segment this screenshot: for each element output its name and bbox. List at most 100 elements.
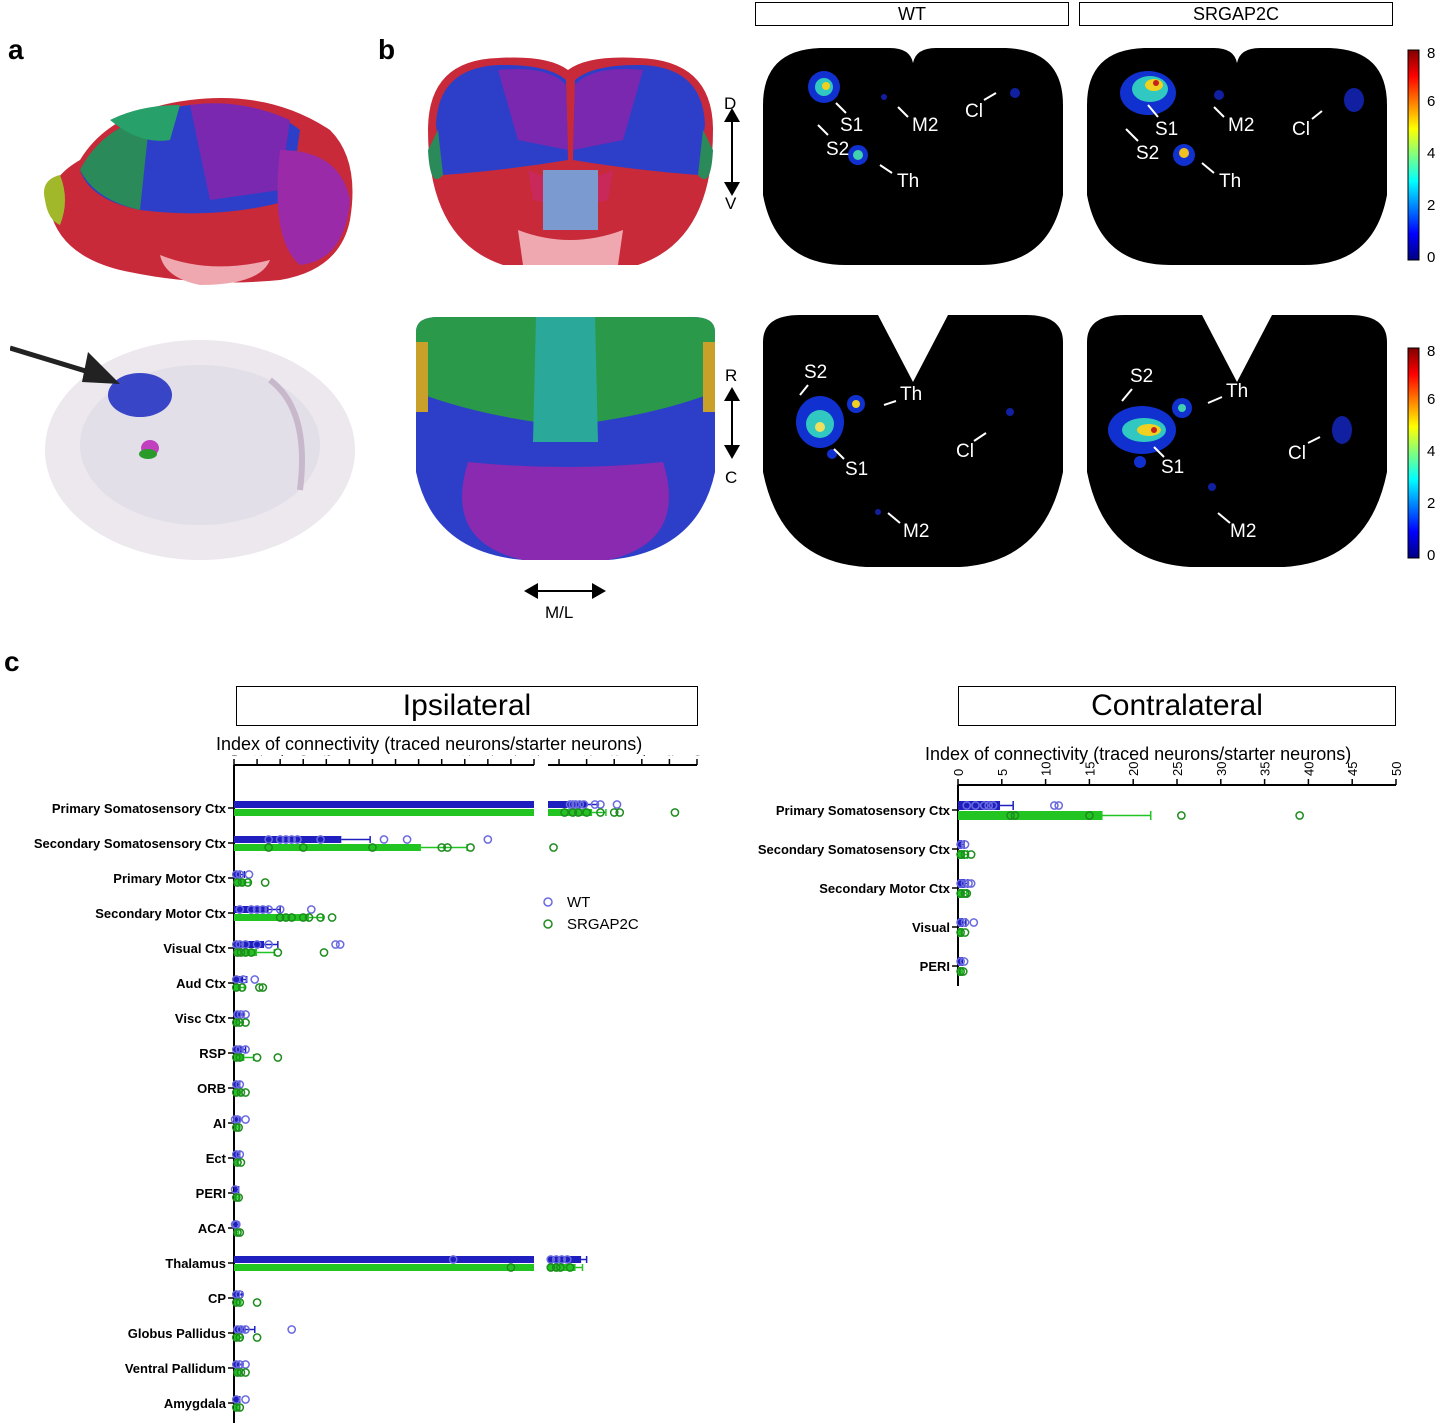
contra-data-point: [960, 928, 970, 937]
label-cl-sr-cor: Cl: [1292, 119, 1310, 140]
ipsi-xtick-label: 10: [342, 755, 357, 756]
ipsi-data-point: [246, 948, 256, 957]
ipsi-data-point: [234, 1193, 243, 1202]
contra-bar: [958, 811, 1103, 820]
ipsi-xtick-label: 2: [250, 755, 265, 756]
ipsi-data-point: [556, 1263, 565, 1272]
contra-category-label: PERI: [920, 959, 950, 974]
ipsi-category-label: CP: [208, 1291, 226, 1306]
ipsi-data-point: [235, 1360, 245, 1369]
label-s2-wt-hor: S2: [804, 362, 827, 383]
contra-xtick-label: 5: [995, 769, 1010, 776]
contra-xtick-label: 0: [951, 769, 966, 776]
contra-xtick-label: 30: [1214, 762, 1229, 776]
legend-marker: [543, 919, 553, 929]
contra-data-point: [1006, 811, 1015, 820]
ipsi-data-point: [231, 1150, 241, 1159]
ipsi-data-point: [243, 878, 253, 887]
ipsi-data-point: [258, 905, 268, 914]
ipsi-data-point: [571, 800, 580, 809]
contra-data-point: [956, 840, 965, 849]
ipsi-data-point: [241, 1368, 250, 1377]
ipsi-data-point: [264, 940, 273, 949]
ipsi-data-point: [448, 1255, 458, 1264]
ipsi-data-point: [231, 1018, 241, 1027]
contra-data-point: [1085, 811, 1094, 820]
ipsi-data-point: [230, 1185, 240, 1194]
ipsi-data-point: [252, 1298, 262, 1307]
ipsi-data-point: [298, 843, 308, 852]
contra-data-point: [959, 957, 969, 966]
ipsi-data-point: [241, 1018, 250, 1027]
panel-letter-a: a: [8, 34, 24, 65]
ipsi-data-point: [255, 983, 264, 992]
svg-text:0: 0: [1427, 249, 1435, 263]
contra-data-point: [966, 850, 976, 859]
svg-text:2: 2: [1427, 197, 1435, 214]
ipsi-category-label: Secondary Somatosensory Ctx: [34, 836, 227, 851]
ipsi-data-point: [233, 948, 242, 957]
ipsi-data-point: [582, 808, 591, 817]
ipsi-xtick-label: 20: [458, 755, 473, 756]
ipsi-data-point: [258, 983, 268, 992]
contra-data-point: [964, 879, 973, 888]
label-m2-wt-hor: M2: [903, 521, 929, 542]
ipsi-data-point: [575, 800, 585, 809]
ipsi-data-point: [264, 835, 273, 844]
ipsi-category-label: AI: [213, 1116, 226, 1131]
ipsi-category-label: Visc Ctx: [175, 1011, 227, 1026]
ipsi-data-point: [235, 1333, 245, 1342]
contra-data-point: [1177, 811, 1186, 820]
panel-letter-b: b: [378, 34, 396, 65]
label-th-sr-hor: Th: [1226, 381, 1248, 402]
heatmap-srgap2c-coronal: [1084, 45, 1390, 267]
contra-data-point: [988, 801, 998, 810]
contra-data-point: [956, 957, 965, 966]
ipsi-data-point: [233, 1115, 242, 1124]
svg-text:4: 4: [1427, 443, 1435, 460]
svg-text:0: 0: [1427, 547, 1435, 561]
chart-title-contralateral: Contralateral: [958, 686, 1396, 726]
ipsi-data-point: [260, 878, 270, 887]
ipsi-data-point: [231, 983, 241, 992]
ipsi-data-point: [237, 878, 247, 887]
ipsi-bar: [234, 906, 269, 913]
label-s1-sr-cor: S1: [1155, 119, 1178, 140]
contra-data-point: [958, 967, 968, 976]
ipsi-data-point: [565, 1263, 575, 1272]
ipsi-data-point: [231, 1045, 241, 1054]
label-th-sr-cor: Th: [1219, 171, 1241, 192]
legend-label: SRGAP2C: [567, 916, 639, 933]
ipsi-category-label: ORB: [197, 1081, 226, 1096]
ipsi-data-point: [281, 913, 291, 922]
ipsi-data-point: [319, 948, 329, 957]
ipsi-data-point: [235, 1228, 245, 1237]
rc-arrow: [724, 387, 740, 459]
label-m2-sr-cor: M2: [1228, 115, 1254, 136]
ipsi-data-point: [237, 983, 247, 992]
ipsi-data-point: [235, 1150, 245, 1159]
ipsi-data-point: [281, 835, 291, 844]
ipsi-data-point: [235, 905, 245, 914]
ipsi-data-point: [596, 800, 605, 809]
contra-data-point: [960, 879, 970, 888]
ipsi-bar: [234, 949, 258, 956]
ipsi-data-point: [264, 905, 273, 914]
ml-arrow: [524, 583, 606, 599]
ipsi-data-point: [252, 940, 262, 949]
ipsi-data-point: [287, 1325, 297, 1334]
dv-arrow: [724, 108, 740, 196]
ipsilateral-chart: 0246810121416182022242610020030040050060…: [34, 755, 705, 1423]
atlas-coronal-view: [418, 50, 723, 275]
ipsi-data-point: [235, 1298, 245, 1307]
ipsi-xtick-label: 18: [435, 755, 450, 756]
contra-data-point: [960, 850, 970, 859]
colorbar-top: 0 2 4 6 8: [1407, 45, 1440, 268]
ipsi-data-point: [293, 835, 302, 844]
svg-text:8: 8: [1427, 48, 1435, 62]
ipsi-data-point: [241, 1325, 250, 1334]
label-th-wt-hor: Th: [900, 384, 922, 405]
ipsi-data-point: [235, 1018, 245, 1027]
svg-text:6: 6: [1427, 391, 1435, 408]
ipsi-data-point: [670, 808, 680, 817]
